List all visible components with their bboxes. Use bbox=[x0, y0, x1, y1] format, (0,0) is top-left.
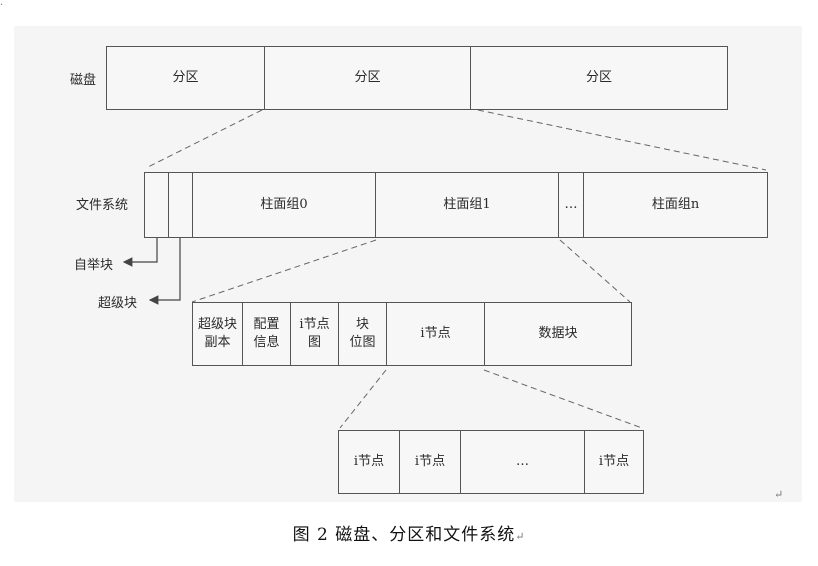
partition-cell: 分区 bbox=[265, 47, 471, 109]
block-bitmap-cell: 块位图 bbox=[339, 303, 387, 365]
cell-text-line2: 信息 bbox=[253, 335, 280, 350]
cell-text-line2: 位图 bbox=[349, 335, 376, 350]
ellipsis-cell: … bbox=[559, 173, 584, 237]
boot-block-label: 自举块 bbox=[74, 258, 114, 273]
inode-entry-cell: i节点 bbox=[598, 454, 630, 470]
filesystem-label: 文件系统 bbox=[76, 198, 129, 213]
corner-mark: · bbox=[0, 0, 4, 11]
figure-caption: 图 2 磁盘、分区和文件系统↵ bbox=[0, 520, 818, 545]
disk-row: 分区 分区 分区 bbox=[106, 46, 728, 110]
zoom-line-inode-left bbox=[339, 369, 387, 429]
data-block-cell: 数据块 bbox=[538, 326, 578, 342]
cylinder-group-cell: 柱面组1 bbox=[376, 173, 559, 237]
cell-text-line2: 副本 bbox=[204, 335, 231, 350]
super-block-cell bbox=[169, 173, 193, 237]
config-info-cell: 配置信息 bbox=[243, 303, 291, 365]
superblock-copy-cell: 超级块副本 bbox=[193, 303, 243, 365]
cell-text-line1: 配置 bbox=[253, 317, 280, 333]
filesystem-row: 柱面组0 柱面组1 … 柱面组n bbox=[144, 172, 768, 238]
super-block-arrow bbox=[148, 238, 181, 305]
cell-text-line1: 超级块 bbox=[197, 317, 237, 333]
inode-entry-cell: i节点 bbox=[400, 431, 461, 493]
inode-map-cell: i节点图 bbox=[291, 303, 339, 365]
zoom-line-inode-right bbox=[483, 369, 643, 429]
return-mark: ↵ bbox=[774, 488, 784, 501]
inode-entry-cell: i节点 bbox=[339, 431, 400, 493]
caption-text: 图 2 磁盘、分区和文件系统 bbox=[292, 525, 516, 545]
super-block-label: 超级块 bbox=[98, 296, 138, 311]
partition-cell: 分区 bbox=[107, 47, 265, 109]
zoom-line-partition-right bbox=[477, 109, 767, 171]
ellipsis-cell: … bbox=[461, 431, 585, 493]
cell-text-line2: 图 bbox=[307, 335, 321, 350]
zoom-line-group-left bbox=[191, 239, 377, 303]
disk-label: 磁盘 bbox=[70, 73, 97, 88]
cell-text-line1: i节点 bbox=[299, 317, 330, 333]
zoom-line-partition-left bbox=[145, 109, 263, 169]
cell-text-line1: 块 bbox=[355, 317, 369, 333]
cylinder-group-detail-row: 超级块副本 配置信息 i节点图 块位图 i节点 数据块 bbox=[192, 302, 632, 366]
partition-cell: 分区 bbox=[585, 70, 612, 86]
inode-table-row: i节点 i节点 … i节点 bbox=[338, 430, 644, 494]
inode-cell: i节点 bbox=[387, 303, 485, 365]
cylinder-group-cell: 柱面组n bbox=[651, 197, 700, 213]
return-mark: ↵ bbox=[515, 530, 526, 543]
zoom-line-group-right bbox=[559, 239, 631, 303]
cylinder-group-cell: 柱面组0 bbox=[193, 173, 376, 237]
boot-block-cell bbox=[145, 173, 169, 237]
boot-block-arrow bbox=[122, 238, 158, 267]
